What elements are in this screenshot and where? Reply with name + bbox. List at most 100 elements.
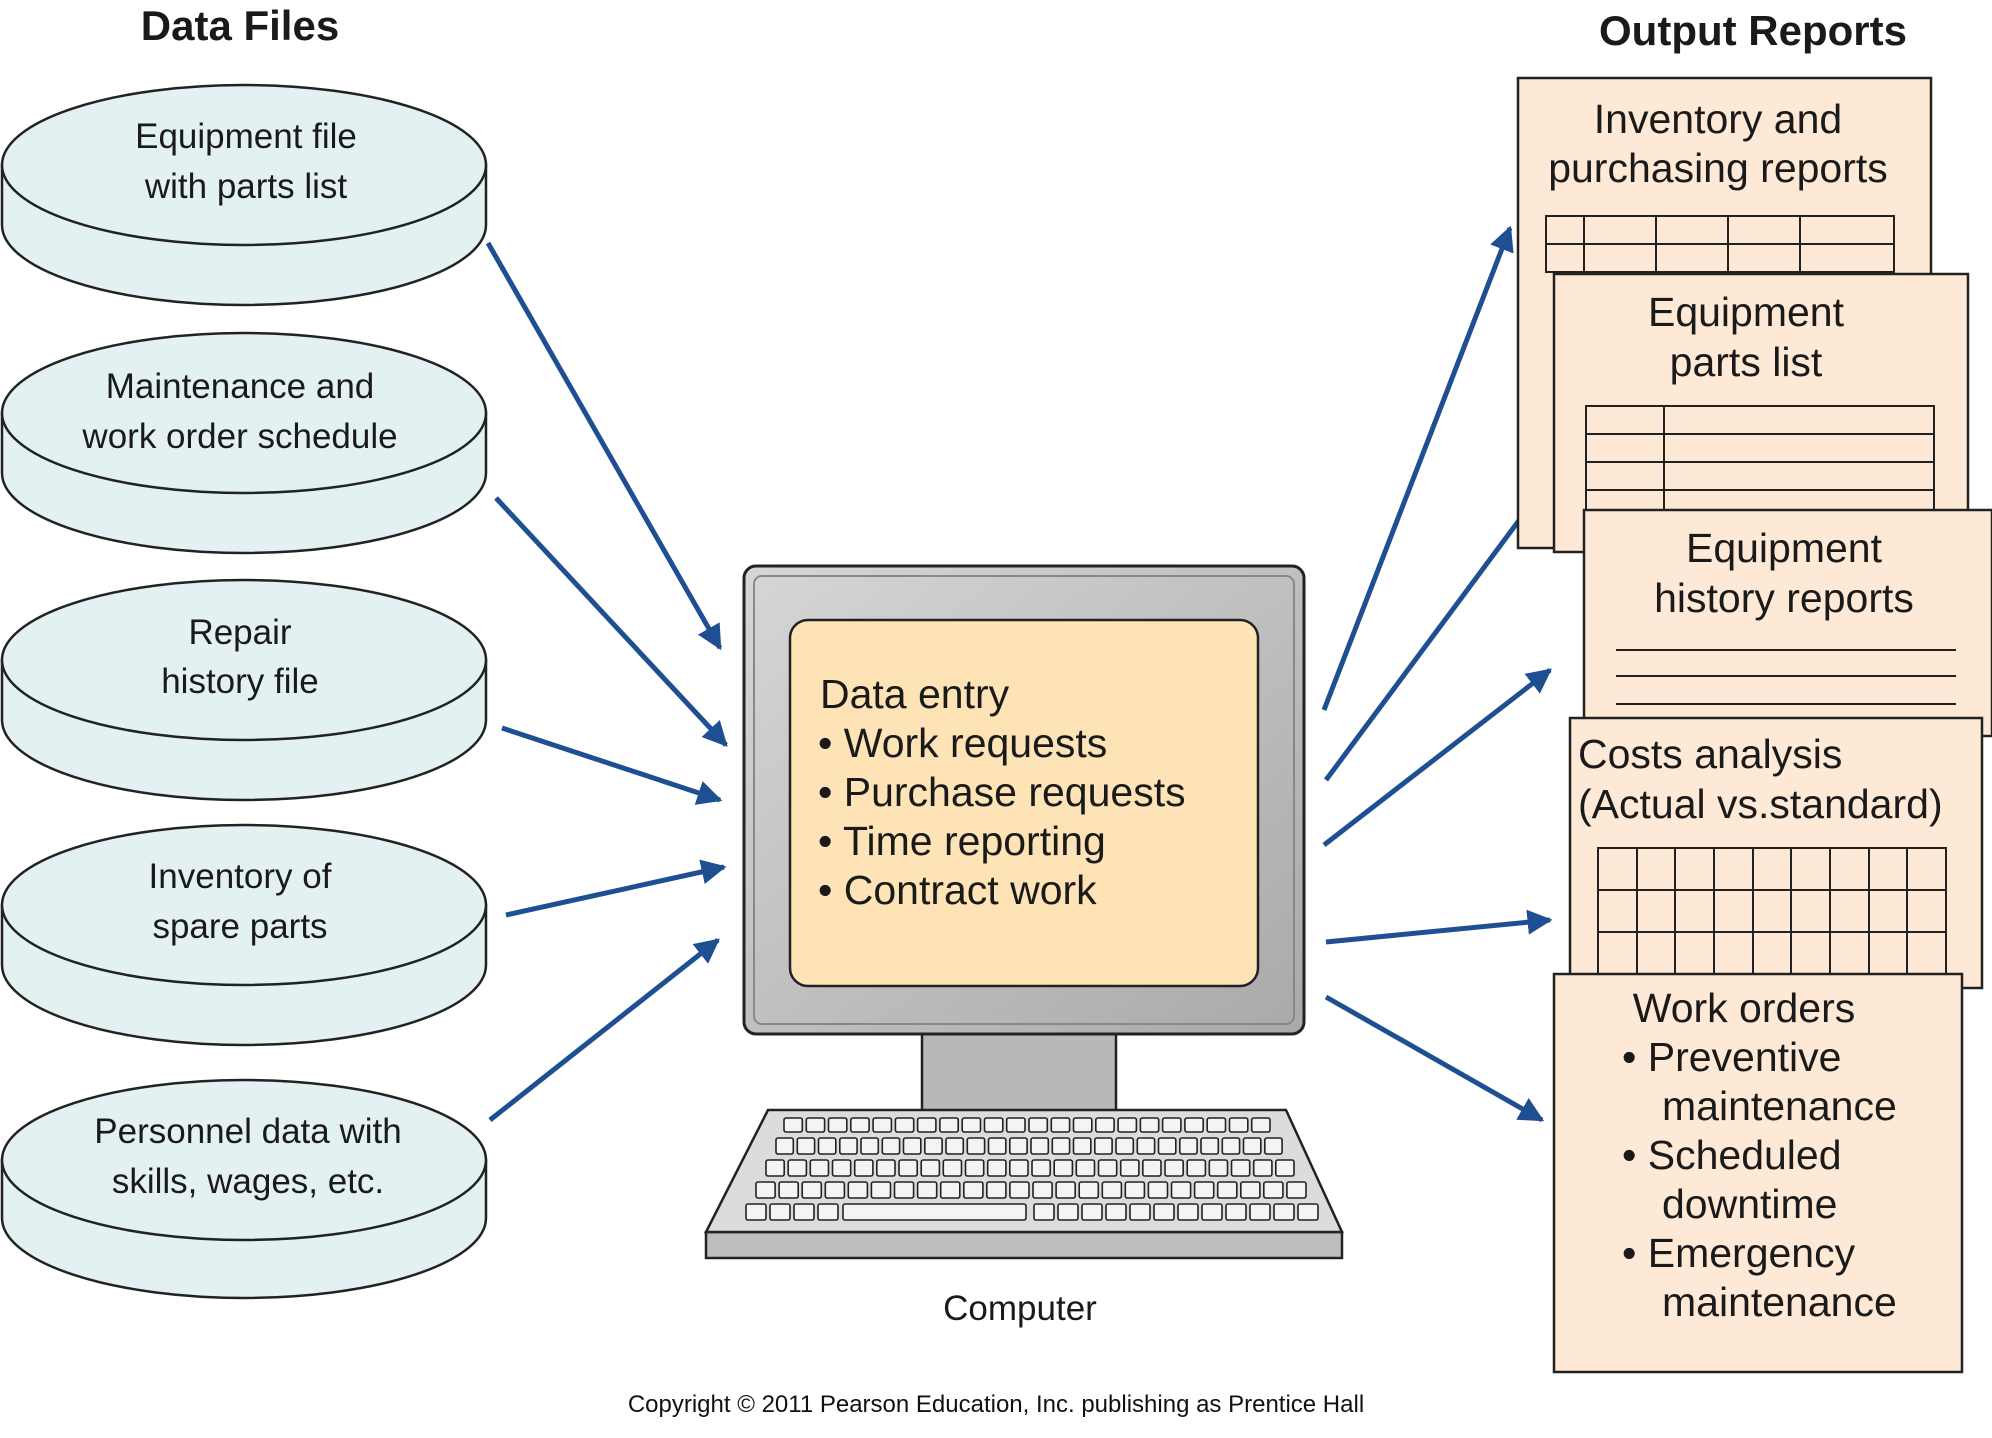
keyboard-key <box>817 1137 837 1155</box>
keyboard-key <box>1221 1137 1241 1155</box>
report-title-line: Costs analysis <box>1578 731 1842 777</box>
keyboard-key <box>1164 1159 1185 1177</box>
report-title-line: purchasing reports <box>1548 145 1888 191</box>
computer-label: Computer <box>943 1289 1097 1328</box>
keyboard-key <box>1119 1159 1140 1177</box>
keyboard-key <box>983 1117 1004 1133</box>
keyboard-key <box>1105 1203 1127 1221</box>
disk-label-line2: work order schedule <box>81 417 397 456</box>
keyboard-key <box>1200 1137 1220 1155</box>
disk-maintenance-schedule: Maintenance and work order schedule <box>0 331 488 555</box>
report-table <box>1545 215 1895 273</box>
keyboard-key <box>881 1137 901 1155</box>
report-costs-analysis: Costs analysis (Actual vs.standard) <box>1568 716 1984 990</box>
report-title-line: (Actual vs.standard) <box>1578 781 1943 827</box>
arrow-in-5 <box>488 938 720 1122</box>
copyright-notice: Copyright © 2011 Pearson Education, Inc.… <box>628 1391 1364 1418</box>
keyboard-key <box>1273 1203 1295 1221</box>
keyboard-key <box>1051 1137 1071 1155</box>
keyboard-key <box>778 1181 799 1199</box>
keyboard-key <box>1201 1203 1223 1221</box>
keyboard-key <box>1297 1203 1319 1221</box>
keyboard-key <box>961 1117 982 1133</box>
keyboard-key <box>838 1137 858 1155</box>
keyboard-key <box>1008 1137 1028 1155</box>
keyboard-key <box>1230 1159 1251 1177</box>
keyboard-key <box>1101 1181 1123 1199</box>
keyboard-key <box>916 1181 938 1199</box>
keyboard-key <box>1249 1203 1271 1221</box>
keyboard-key <box>1072 1117 1093 1133</box>
keyboard-key <box>787 1159 808 1177</box>
keyboard-key <box>1139 1117 1160 1133</box>
report-title-line: Equipment <box>1648 289 1845 335</box>
keyboard-key <box>1216 1181 1238 1199</box>
keyboard-key <box>824 1181 846 1199</box>
arrow-out-4 <box>1325 909 1553 945</box>
keyboard-key <box>987 1137 1007 1155</box>
arrow-in-3 <box>501 725 723 805</box>
keyboard-key <box>853 1159 874 1177</box>
report-bullet-cont: downtime <box>1662 1181 1837 1227</box>
keyboard-key <box>942 1159 963 1177</box>
keyboard-key <box>964 1159 985 1177</box>
keyboard-key <box>1117 1117 1138 1133</box>
screen-bullet: • Time reporting <box>818 818 1106 864</box>
keyboard-key <box>1142 1159 1162 1177</box>
report-bullet: • Emergency <box>1622 1230 1856 1276</box>
screen-bullet: • Work requests <box>818 720 1107 766</box>
keyboard-key <box>1033 1203 1055 1221</box>
keyboard-key <box>1095 1117 1115 1133</box>
keyboard-key <box>801 1181 823 1199</box>
disk-label-line1: Repair <box>188 613 291 652</box>
keyboard-key <box>916 1117 937 1133</box>
disk-personnel-data: Personnel data with skills, wages, etc. <box>0 1078 488 1300</box>
keyboard-key <box>1242 1137 1262 1155</box>
keyboard-key <box>1115 1137 1135 1155</box>
report-equipment-parts-list: Equipment parts list <box>1552 272 1970 554</box>
keyboard-key <box>1009 1181 1030 1199</box>
keyboard-key <box>939 1117 960 1133</box>
report-title-line: Work orders <box>1633 985 1856 1031</box>
keyboard-key <box>1170 1181 1192 1199</box>
report-title-line: Inventory and <box>1594 96 1842 142</box>
keyboard-key <box>1129 1203 1151 1221</box>
keyboard-key <box>1028 1117 1049 1133</box>
keyboard-key <box>1136 1137 1156 1155</box>
keyboard-key <box>1147 1181 1169 1199</box>
disk-label-line1: Personnel data with <box>94 1112 401 1151</box>
keyboard-key <box>1153 1203 1175 1221</box>
disk-label-line1: Maintenance and <box>106 367 375 406</box>
disk-label-line2: spare parts <box>152 907 327 946</box>
report-table <box>1585 405 1935 519</box>
report-work-orders: Work orders • Preventive maintenance • S… <box>1552 972 1964 1374</box>
keyboard-key <box>1240 1181 1261 1199</box>
computer: Data entry • Work requests • Purchase re… <box>703 564 1344 1328</box>
keyboard-key <box>939 1181 961 1199</box>
keyboard-key <box>1161 1117 1182 1133</box>
keyboard-key <box>893 1181 915 1199</box>
keyboard-key <box>1208 1159 1229 1177</box>
keyboard-key <box>1124 1181 1146 1199</box>
arrow-out-2 <box>1323 473 1555 782</box>
report-bullet: • Scheduled <box>1622 1132 1842 1178</box>
disk-label-line2: skills, wages, etc. <box>112 1162 384 1201</box>
keyboard-key <box>849 1117 870 1133</box>
keyboard-key <box>1055 1181 1076 1199</box>
keyboard-key <box>1072 1137 1092 1155</box>
keyboard-key <box>1057 1203 1079 1221</box>
keyboard-key <box>1177 1203 1199 1221</box>
disk-spare-parts: Inventory of spare parts <box>0 823 488 1047</box>
report-title-line: parts list <box>1670 339 1823 385</box>
screen-bullet: • Purchase requests <box>818 769 1186 815</box>
disk-label-line1: Equipment file <box>135 117 357 156</box>
disk-label-line1: Inventory of <box>149 857 332 896</box>
keyboard-key <box>985 1181 1007 1199</box>
arrow-out-1 <box>1321 225 1514 711</box>
keyboard-spacebar <box>842 1203 1027 1221</box>
disk-label-line2: with parts list <box>144 167 348 206</box>
keyboard-key <box>1225 1203 1247 1221</box>
keyboard-key <box>902 1137 922 1155</box>
keyboard-key <box>1184 1117 1205 1133</box>
monitor-stand <box>920 1028 1118 1124</box>
